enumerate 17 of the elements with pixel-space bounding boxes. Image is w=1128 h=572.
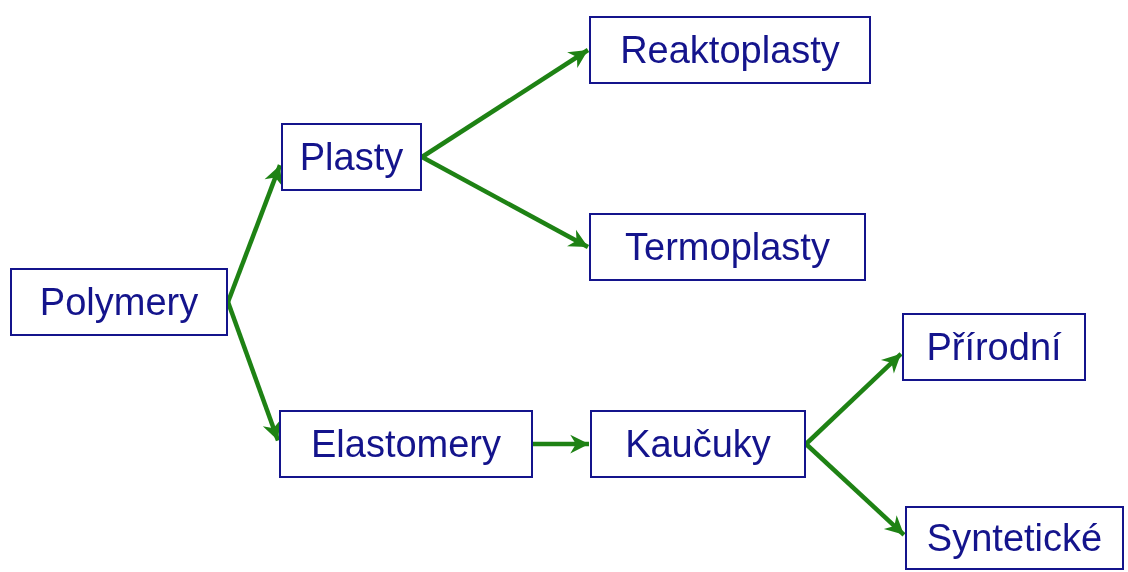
category-label: Reaktoplasty bbox=[620, 31, 840, 69]
category-box bbox=[905, 506, 1124, 570]
category-box bbox=[590, 410, 806, 478]
category-label: Přírodní bbox=[926, 328, 1062, 366]
category-box bbox=[589, 213, 866, 281]
category-box bbox=[589, 16, 871, 84]
category-box bbox=[902, 313, 1086, 381]
category-label: Syntetické bbox=[926, 519, 1103, 557]
category-label: Kaučuky bbox=[625, 425, 771, 463]
category-label: Polymery bbox=[39, 283, 199, 321]
arrow bbox=[533, 434, 589, 454]
category-label: Termoplasty bbox=[625, 228, 830, 266]
category-box bbox=[10, 268, 228, 336]
category-box bbox=[281, 123, 422, 191]
category-label: Elastomery bbox=[310, 425, 502, 463]
category-label: Plasty bbox=[299, 138, 404, 176]
category-box bbox=[279, 410, 533, 478]
